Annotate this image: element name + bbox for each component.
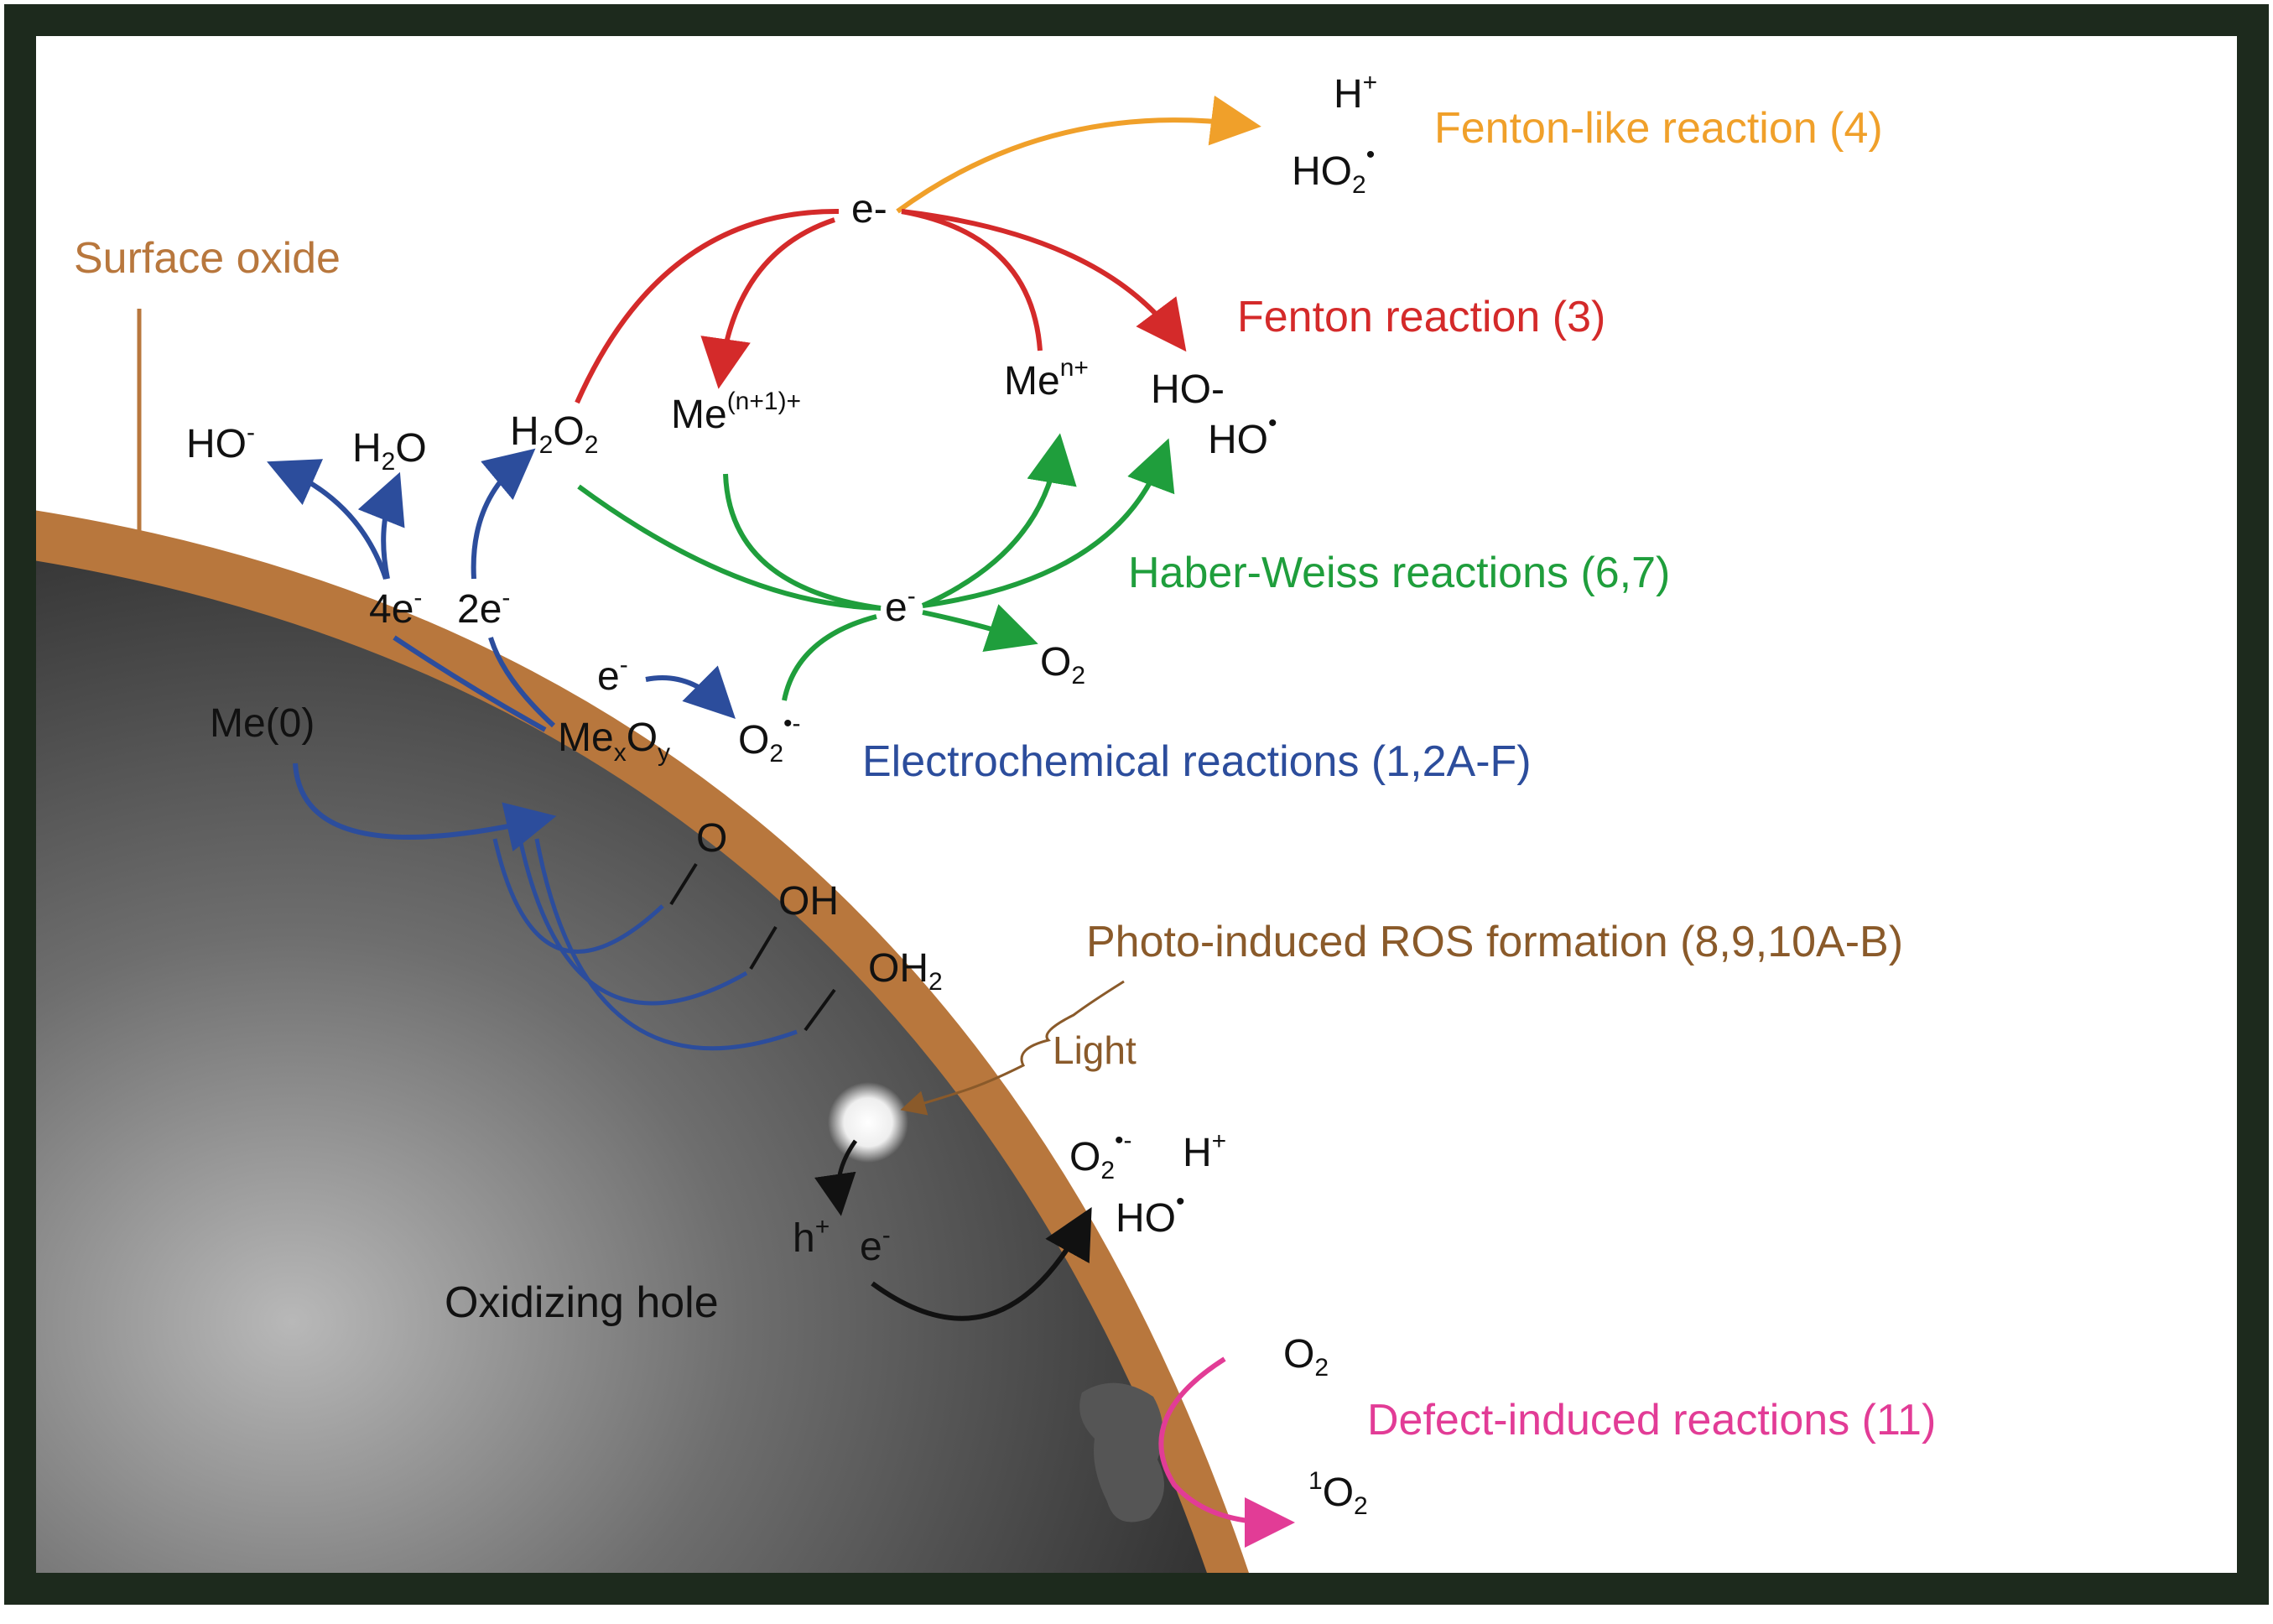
hole-h-plus: h+: [793, 1213, 830, 1261]
surface-defect: [1079, 1382, 1164, 1522]
light-spot: [828, 1082, 908, 1163]
photo-superoxide: O2•-: [1069, 1127, 1132, 1184]
site-o-tick: [669, 862, 698, 906]
fenton-like-label: Fenton-like reaction (4): [1434, 104, 1883, 153]
arc-site-o: [492, 838, 664, 954]
hole-electron: e-: [860, 1221, 891, 1269]
hw-men1-to-e: [723, 473, 882, 611]
surface-oxide-label: Surface oxide: [74, 234, 341, 283]
small-electron: e-: [597, 651, 628, 699]
hw-o2: O2: [1040, 640, 1085, 690]
hw-h2o2-to-e: [577, 484, 882, 611]
fenton-h2o2-to-e-arc: [575, 208, 840, 404]
hole-arrow: [814, 1139, 858, 1216]
ho-radical-fenton: HO•: [1208, 409, 1277, 462]
site-oh-tick: [749, 925, 778, 971]
site-o: O: [696, 816, 727, 861]
electron-transfer-arrow: [871, 1207, 1092, 1321]
h2o2: H2O2: [510, 409, 598, 459]
h-plus-top: H+: [1334, 69, 1377, 117]
site-oh: OH: [778, 879, 839, 924]
hw-e-to-ho-arrow: [922, 438, 1175, 608]
arrow-to-h2o2: [471, 448, 536, 580]
fenton-electron: e-: [851, 187, 887, 232]
particle-group: [34, 510, 1250, 1575]
defect-arrow: [1158, 1356, 1295, 1548]
site-oh2: OH2: [868, 946, 943, 996]
arc-site-oh2: [534, 838, 798, 1051]
arrow-to-ho-minus: [267, 459, 388, 580]
fenton-e-to-ho-arrow: [901, 209, 1187, 352]
two-electron: 2e-: [457, 584, 510, 632]
ho-minus-fenton: HO-: [1151, 367, 1225, 412]
hw-e-to-o2-arrow: [922, 604, 1038, 653]
hw-e-to-men-arrow: [921, 433, 1077, 608]
h2o: H2O: [352, 426, 427, 476]
photo-ros-label: Photo-induced ROS formation (8,9,10A-B): [1086, 918, 1903, 966]
metal-particle-core: [34, 560, 1208, 1575]
defect-o2: O2: [1283, 1332, 1329, 1382]
photo-ho-radical: HO•: [1116, 1188, 1185, 1241]
hw-superoxide-to-e: [782, 614, 877, 701]
fenton-e-to-men1-arrow: [700, 217, 835, 389]
ho-minus-left: HO-: [186, 419, 255, 466]
light-label: Light: [1053, 1028, 1136, 1072]
light-wave-arrow: [900, 980, 1125, 1116]
figure-frame: [4, 4, 2269, 1605]
arrow-me0-to-oxide: [293, 763, 557, 852]
site-oh2-tick: [804, 988, 836, 1032]
oxidizing-hole-label: Oxidizing hole: [445, 1278, 719, 1327]
four-electron: 4e-: [369, 584, 422, 632]
electrochemical-label: Electrochemical reactions (1,2A-F): [862, 737, 1532, 786]
singlet-o2: 1O2: [1308, 1467, 1368, 1520]
haber-weiss-label: Haber-Weiss reactions (6,7): [1128, 549, 1670, 597]
me-n1-plus: Me(n+1)+: [671, 388, 801, 437]
superoxide-electrochem: O2•-: [738, 710, 801, 768]
fenton-label: Fenton reaction (3): [1237, 293, 1605, 341]
arc-site-oh: [518, 838, 748, 1006]
arc-mexoy-to-2e: [488, 637, 556, 728]
photo-h-plus: H+: [1183, 1127, 1226, 1175]
mexoy: MexOy: [558, 716, 670, 767]
defect-label: Defect-induced reactions (11): [1367, 1396, 1936, 1444]
arrow-to-h2o: [357, 471, 405, 580]
me-n-plus: Men+: [1004, 354, 1089, 403]
hw-electron: e-: [885, 582, 916, 630]
fenton-like-arrow: [896, 95, 1261, 214]
arrow-mexoy-to-superoxide: [645, 665, 736, 719]
fenton-men-to-e-arc: [901, 209, 1043, 351]
arc-mexoy-to-4e: [393, 635, 547, 732]
ho2-radical: HO2•: [1292, 141, 1375, 199]
me-zero: Me(0): [210, 701, 315, 746]
